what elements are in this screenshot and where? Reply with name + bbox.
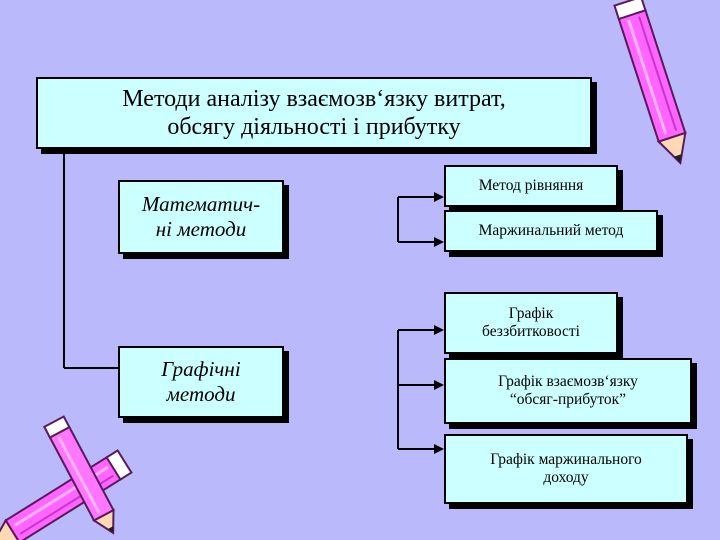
method-equation: Метод рівняння bbox=[444, 165, 618, 207]
category-graphical-methods: Графічні методи bbox=[118, 346, 284, 418]
method-volume-profit-chart: Графік взаємозв‘язку “обсяг-прибуток” bbox=[444, 358, 692, 424]
method-breakeven-chart: Графік беззбитковості bbox=[444, 292, 618, 354]
diagram-title: Методи аналізу взаємозв‘язку витрат, обс… bbox=[36, 77, 592, 149]
method-marginal-income-chart: Графік маржинального доходу bbox=[444, 434, 688, 504]
method-marginal: Маржинальний метод bbox=[444, 210, 658, 252]
category-mathematical-methods: Математич- ні методи bbox=[118, 180, 284, 254]
